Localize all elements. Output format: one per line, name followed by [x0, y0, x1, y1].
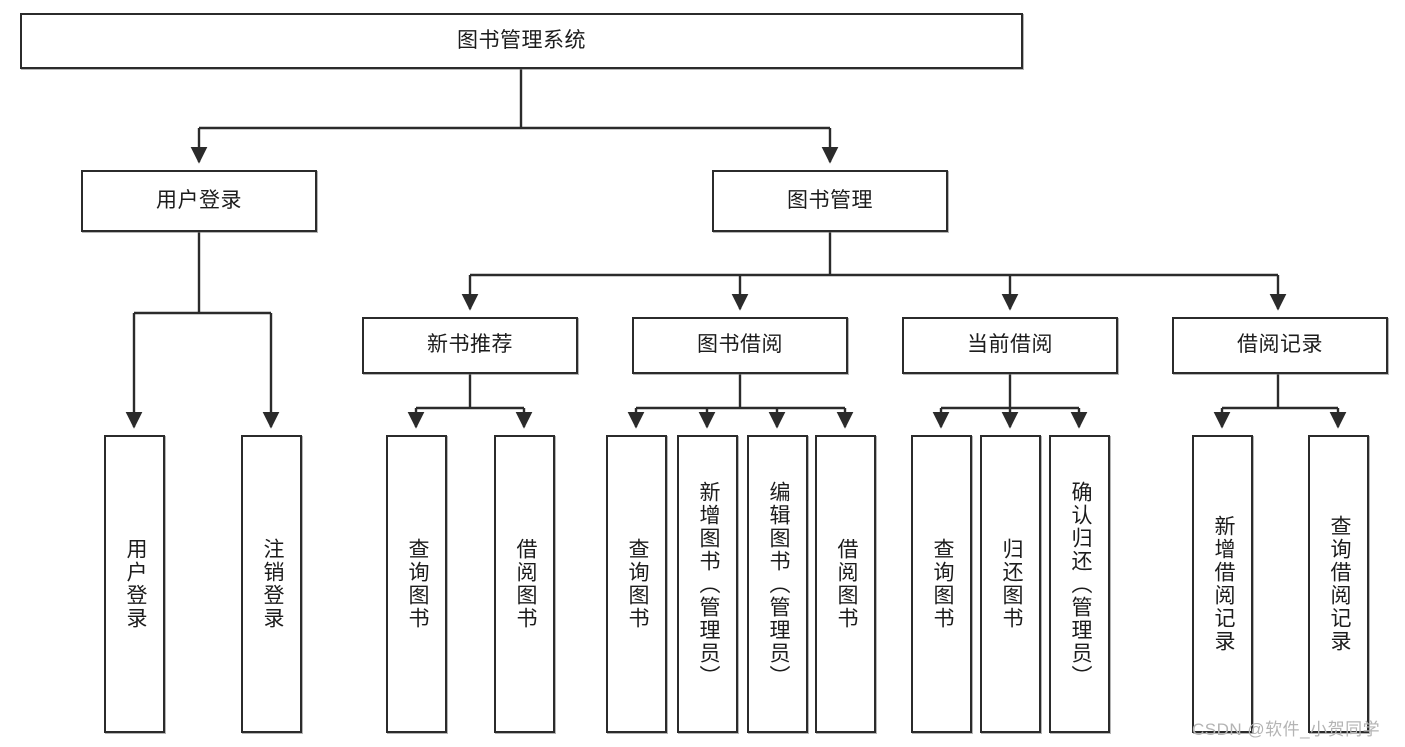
node-label: 用户登录	[156, 188, 242, 212]
watermark-text: CSDN @软件_小贺同学	[1192, 720, 1381, 739]
node-label: 借阅图书	[513, 538, 537, 630]
node-user-login[interactable]: 用户登录	[81, 170, 317, 232]
node-label: 用户登录	[123, 538, 147, 630]
leaf-current-confirm-return-admin[interactable]: 确认归还（管理员）	[1049, 435, 1110, 733]
node-book-management[interactable]: 图书管理	[712, 170, 948, 232]
node-label: 图书管理系统	[457, 28, 586, 52]
leaf-new-book-query-book[interactable]: 查询图书	[386, 435, 447, 733]
node-label: 确认归还（管理员）	[1068, 480, 1092, 688]
leaf-borrow-query-book[interactable]: 查询图书	[606, 435, 667, 733]
leaf-user-login[interactable]: 用户登录	[104, 435, 165, 733]
node-borrow-record[interactable]: 借阅记录	[1172, 317, 1388, 374]
node-label: 新书推荐	[427, 333, 513, 357]
node-root-book-management-system[interactable]: 图书管理系统	[20, 13, 1023, 69]
node-label: 新增借阅记录	[1211, 515, 1235, 653]
node-label: 图书管理	[787, 188, 873, 212]
node-label: 当前借阅	[967, 333, 1053, 357]
node-label: 查询图书	[405, 538, 429, 630]
leaf-borrow-borrow-book[interactable]: 借阅图书	[815, 435, 876, 733]
node-label: 查询借阅记录	[1327, 515, 1351, 653]
leaf-borrow-edit-book-admin[interactable]: 编辑图书（管理员）	[747, 435, 808, 733]
leaf-current-return-book[interactable]: 归还图书	[980, 435, 1041, 733]
leaf-record-add-borrow-record[interactable]: 新增借阅记录	[1192, 435, 1253, 733]
node-label: 借阅记录	[1237, 333, 1323, 357]
node-label: 查询图书	[930, 538, 954, 630]
node-label: 借阅图书	[834, 538, 858, 630]
node-label: 注销登录	[260, 538, 284, 630]
node-label: 新增图书（管理员）	[696, 480, 720, 688]
node-label: 图书借阅	[697, 333, 783, 357]
node-label: 归还图书	[999, 538, 1023, 630]
leaf-record-query-borrow-record[interactable]: 查询借阅记录	[1308, 435, 1369, 733]
node-label: 编辑图书（管理员）	[766, 480, 790, 688]
leaf-borrow-add-book-admin[interactable]: 新增图书（管理员）	[677, 435, 738, 733]
node-label: 查询图书	[625, 538, 649, 630]
leaf-logout[interactable]: 注销登录	[241, 435, 302, 733]
node-current-borrow[interactable]: 当前借阅	[902, 317, 1118, 374]
leaf-current-query-book[interactable]: 查询图书	[911, 435, 972, 733]
node-book-borrow[interactable]: 图书借阅	[632, 317, 848, 374]
node-new-book-recommend[interactable]: 新书推荐	[362, 317, 578, 374]
leaf-new-book-borrow-book[interactable]: 借阅图书	[494, 435, 555, 733]
